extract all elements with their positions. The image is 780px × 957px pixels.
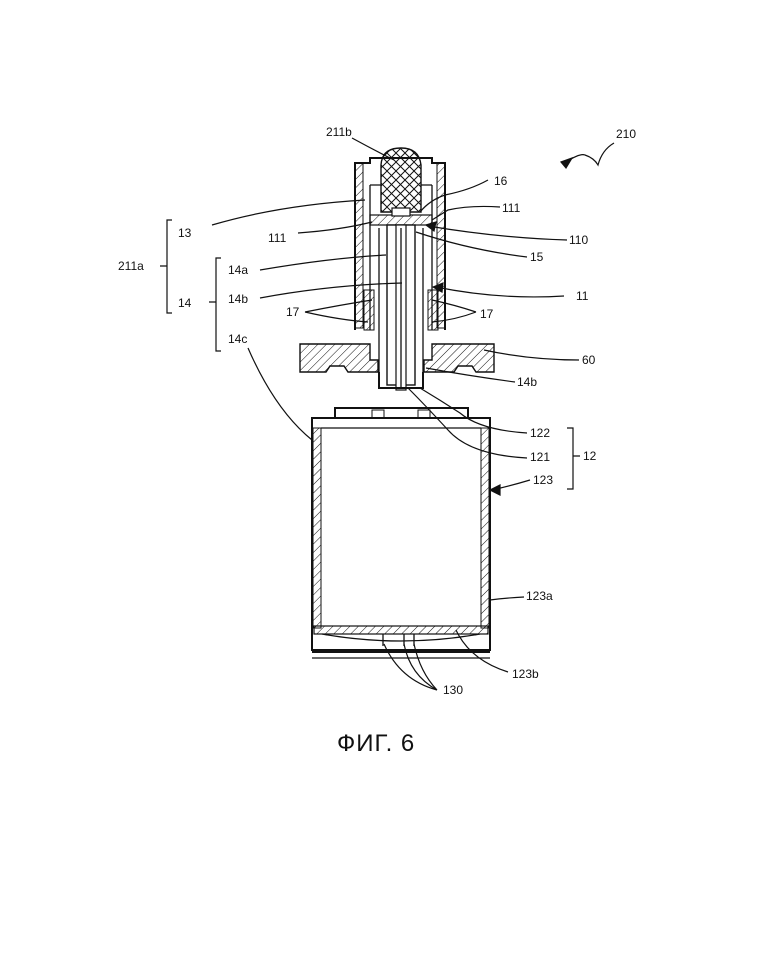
container-body [312, 418, 490, 650]
label-60: 60 [582, 353, 596, 367]
label-123: 123 [533, 473, 553, 487]
label-11: 11 [576, 289, 589, 303]
label-12: 12 [583, 449, 597, 463]
label-111-left: 111 [268, 231, 287, 245]
label-17-right: 17 [480, 307, 494, 321]
label-130: 130 [443, 683, 463, 697]
label-14b-left: 14b [228, 292, 248, 306]
label-123b: 123b [512, 667, 539, 681]
bottom-plate [314, 626, 488, 634]
label-211b: 211b [326, 125, 352, 139]
upper-assembly [300, 148, 494, 390]
label-14a: 14a [228, 263, 248, 277]
label-110: 110 [569, 233, 588, 247]
label-15: 15 [530, 250, 544, 264]
label-14b-right: 14b [517, 375, 537, 389]
flange [300, 344, 378, 372]
label-123a: 123a [526, 589, 553, 603]
lower-container [312, 408, 490, 658]
label-111-right: 111 [502, 201, 521, 215]
label-121: 121 [530, 450, 550, 464]
label-211a: 211a [118, 259, 144, 273]
label-210: 210 [616, 127, 636, 141]
figure-caption: ФИГ. 6 [337, 730, 415, 757]
label-14: 14 [178, 296, 192, 310]
label-122: 122 [530, 426, 550, 440]
label-16: 16 [494, 174, 508, 188]
label-17-left: 17 [286, 305, 300, 319]
container-lid [335, 408, 468, 418]
label-14c: 14c [228, 332, 247, 346]
label-13: 13 [178, 226, 192, 240]
